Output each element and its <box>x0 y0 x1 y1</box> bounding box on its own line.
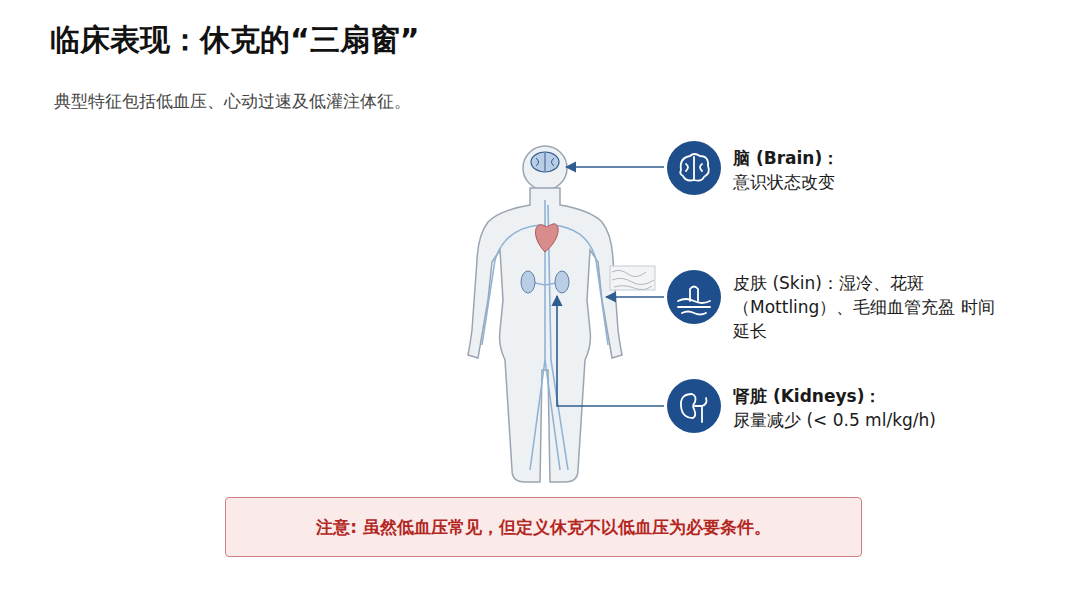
callout-heading: 肾脏 (Kidneys)： <box>733 384 1013 408</box>
callout: 脑 (Brain)：意识状态改变 <box>666 140 1026 196</box>
slide-title: 临床表现：休克的“三扇窗” <box>50 20 419 61</box>
callout-text: 肾脏 (Kidneys)：尿量减少 (< 0.5 ml/kg/h) <box>733 384 1013 432</box>
note-box: 注意: 虽然低血压常见，但定义休克不以低血压为必要条件。 <box>225 497 862 557</box>
kidney-icon <box>666 378 722 434</box>
callout-body: 意识状态改变 <box>733 170 1013 194</box>
callout-text: 脑 (Brain)：意识状态改变 <box>733 146 1013 194</box>
callout: 皮肤 (Skin)：湿冷、花斑 （Mottling）、毛细血管充盈 时间延长 <box>666 269 1026 343</box>
slide-subtitle: 典型特征包括低血压、心动过速及低灌注体征。 <box>54 90 411 113</box>
callout-body: 尿量减少 (< 0.5 ml/kg/h) <box>733 408 1013 432</box>
note-text: 注意: 虽然低血压常见，但定义休克不以低血压为必要条件。 <box>316 516 771 539</box>
skin-icon <box>666 269 722 325</box>
human-body <box>468 146 622 482</box>
brain-drawing <box>531 152 559 172</box>
callout-heading: 脑 (Brain)： <box>733 146 1013 170</box>
brain-icon <box>666 140 722 196</box>
leader-lines <box>557 167 664 406</box>
skin-texture <box>610 266 655 290</box>
callout: 肾脏 (Kidneys)：尿量减少 (< 0.5 ml/kg/h) <box>666 378 1026 434</box>
callout-body: 皮肤 (Skin)：湿冷、花斑 （Mottling）、毛细血管充盈 时间延长 <box>733 271 1011 343</box>
callout-text: 皮肤 (Skin)：湿冷、花斑 （Mottling）、毛细血管充盈 时间延长 <box>733 271 1011 343</box>
